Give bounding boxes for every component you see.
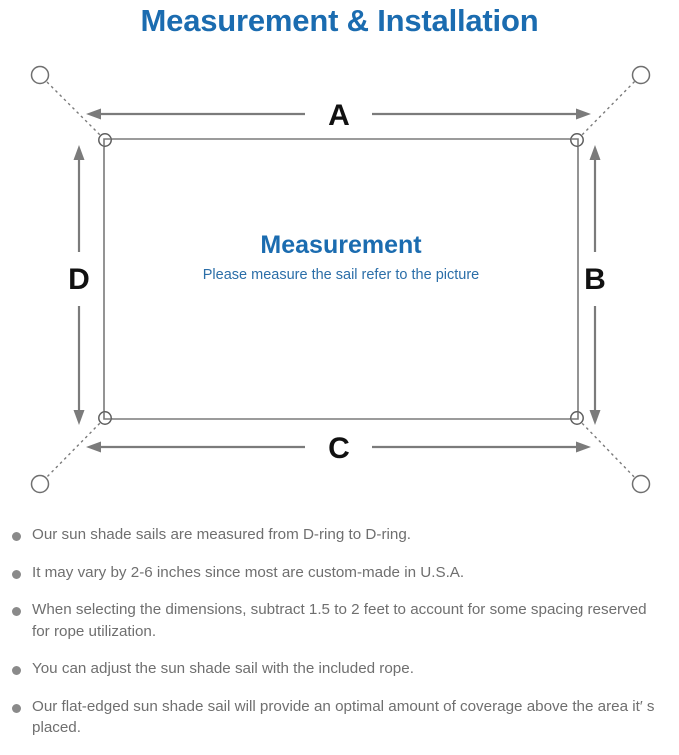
bullet-icon: [12, 532, 21, 541]
bullet-icon: [12, 607, 21, 616]
bullet-icon: [12, 703, 21, 713]
dimension-arrow-c: [86, 441, 591, 453]
rope-line-bottom-right: [577, 418, 642, 485]
dimension-label-c: C: [328, 432, 350, 465]
d-ring-top-right: [570, 133, 584, 147]
note-text: Our sun shade sails are measured from D-…: [32, 526, 411, 543]
bullet-icon: [12, 666, 21, 675]
d-ring-top-left: [98, 133, 112, 147]
list-item: Our sun shade sails are measured from D-…: [0, 524, 679, 546]
note-text: Our flat-edged sun shade sail will provi…: [32, 697, 655, 737]
note-text: You can adjust the sun shade sail with t…: [32, 660, 414, 677]
dimension-label-d: D: [68, 263, 90, 296]
note-text: It may vary by 2-6 inches since most are…: [32, 563, 465, 581]
d-ring-bottom-right: [570, 411, 584, 425]
dimension-arrow-b: [589, 145, 601, 425]
dimension-label-a: A: [328, 99, 350, 132]
list-item: It may vary by 2-6 inches since most are…: [0, 562, 679, 584]
dimension-arrow-d: [73, 145, 85, 425]
dimension-label-b: B: [584, 263, 606, 296]
rope-line-top-left: [39, 74, 105, 140]
notes-list: Our sun shade sails are measured from D-…: [0, 524, 679, 755]
corner-overlay-top-left: [103, 138, 111, 146]
bullet-icon: [12, 569, 21, 579]
dimension-arrow-a: [86, 108, 591, 120]
anchor-point-bottom-right: [631, 474, 651, 494]
diagram-canvas: A C D B: [30, 65, 651, 494]
sail-outline: [103, 138, 579, 420]
corner-overlay-bottom-right: [571, 412, 579, 420]
list-item: When selecting the dimensions, subtract …: [0, 599, 679, 642]
rope-line-bottom-left: [39, 418, 105, 485]
list-item: You can adjust the sun shade sail with t…: [0, 658, 679, 680]
anchor-point-top-right: [631, 65, 651, 85]
corner-overlay-bottom-left: [103, 412, 111, 420]
corner-overlay-top-right: [571, 138, 579, 146]
rope-line-top-right: [577, 74, 642, 140]
anchor-point-top-left: [30, 65, 50, 85]
list-item: Our flat-edged sun shade sail will provi…: [0, 696, 679, 739]
page-title: Measurement & Installation: [140, 3, 539, 38]
d-ring-bottom-left: [98, 411, 112, 425]
anchor-point-bottom-left: [30, 474, 50, 494]
note-text: When selecting the dimensions, subtract …: [32, 601, 647, 640]
measurement-diagram: A C D B Measurement Please measure the s…: [0, 48, 679, 518]
